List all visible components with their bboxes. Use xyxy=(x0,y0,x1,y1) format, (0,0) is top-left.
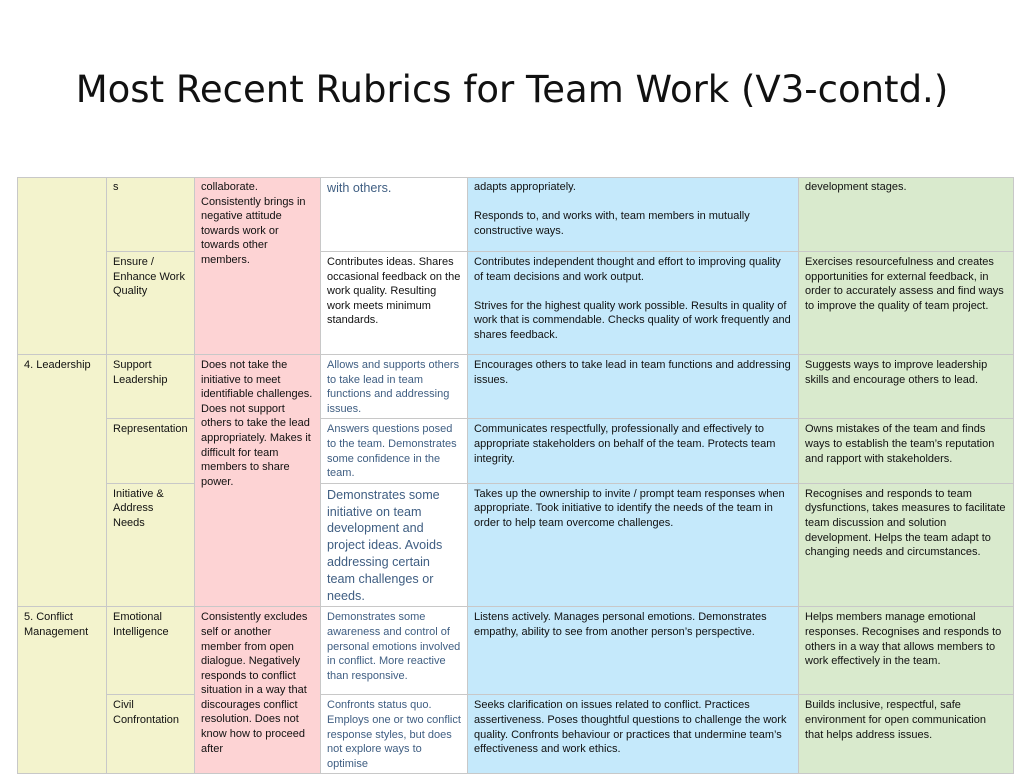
subcriterion-cell: Emotional Intelligence xyxy=(106,606,195,696)
exemplary-cell: Builds inclusive, respectful, safe envir… xyxy=(798,694,1014,774)
exemplary-cell: Suggests ways to improve leadership skil… xyxy=(798,353,1014,420)
criterion-cell xyxy=(17,177,107,355)
proficient-cell: Contributes independent thought and effo… xyxy=(467,251,799,355)
subcriterion-cell: Representation xyxy=(106,418,195,484)
subcriterion-cell: Civil Confrontation xyxy=(106,694,195,774)
exemplary-cell: development stages. xyxy=(798,177,1014,252)
criterion-cell: 4. Leadership xyxy=(17,353,107,608)
developing-cell: Contributes ideas. Shares occasional fee… xyxy=(320,251,468,355)
table-row: Initiative & Address Needs Demonstrates … xyxy=(18,482,1014,608)
table-row: Representation Answers questions posed t… xyxy=(18,418,1014,484)
developing-cell: Answers questions posed to the team. Dem… xyxy=(320,418,468,484)
exemplary-cell: Helps members manage emotional responses… xyxy=(798,606,1014,696)
developing-cell: Demonstrates some initiative on team dev… xyxy=(320,482,468,608)
developing-cell: Demonstrates some awareness and control … xyxy=(320,606,468,696)
table-row: Ensure / Enhance Work Quality Contribute… xyxy=(18,251,1014,355)
exemplary-cell: Exercises resourcefulness and creates op… xyxy=(798,251,1014,355)
developing-cell: Allows and supports others to take lead … xyxy=(320,353,468,420)
poor-cell: Does not take the initiative to meet ide… xyxy=(194,353,321,608)
proficient-cell: adapts appropriately. Responds to, and w… xyxy=(467,177,799,252)
proficient-cell: Encourages others to take lead in team f… xyxy=(467,353,799,420)
subcriterion-cell: Support Leadership xyxy=(106,353,195,420)
table-row: 5. Conflict Management Emotional Intelli… xyxy=(17,606,1014,774)
subcriterion-cell: Initiative & Address Needs xyxy=(106,482,195,608)
exemplary-cell: Recognises and responds to team dysfunct… xyxy=(798,482,1014,608)
proficient-cell: Listens actively. Manages personal emoti… xyxy=(467,606,799,696)
developing-cell: with others. xyxy=(320,177,468,252)
table-row: Civil Confrontation Confronts status quo… xyxy=(18,694,1014,774)
developing-cell: Confronts status quo. Employs one or two… xyxy=(320,694,468,774)
subcriterion-cell: s xyxy=(106,177,195,252)
slide-title: Most Recent Rubrics for Team Work (V3-co… xyxy=(75,68,949,111)
criterion-cell: 5. Conflict Management xyxy=(17,606,107,774)
subcriterion-cell: Ensure / Enhance Work Quality xyxy=(106,251,195,355)
proficient-cell: Takes up the ownership to invite / promp… xyxy=(467,482,799,608)
poor-cell: collaborate. Consistently brings in nega… xyxy=(194,177,321,355)
poor-cell: Consistently excludes self or another me… xyxy=(194,606,321,774)
rubric-table: s collaborate. Consistently brings in ne… xyxy=(17,177,1014,774)
proficient-cell: Communicates respectfully, professionall… xyxy=(467,418,799,484)
table-row: 4. Leadership Support Leadership Does no… xyxy=(17,353,1014,608)
proficient-cell: Seeks clarification on issues related to… xyxy=(467,694,799,774)
table-row: s collaborate. Consistently brings in ne… xyxy=(17,177,1014,355)
exemplary-cell: Owns mistakes of the team and finds ways… xyxy=(798,418,1014,484)
